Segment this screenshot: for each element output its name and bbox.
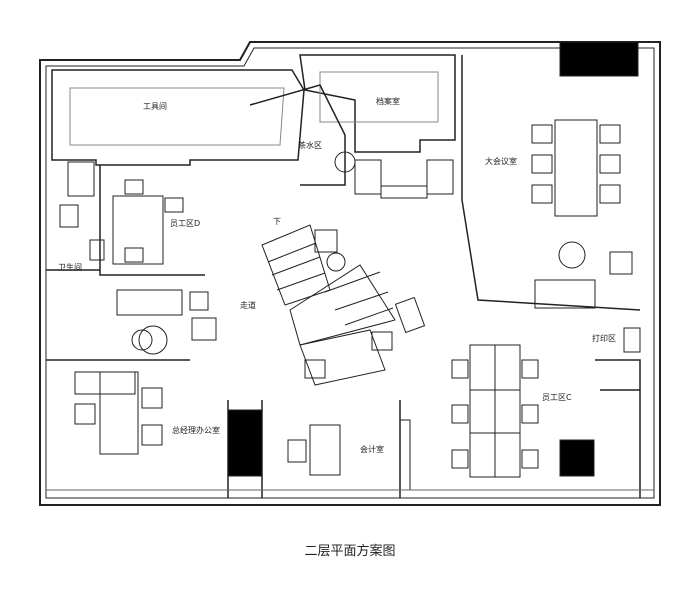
meeting-table xyxy=(554,119,598,217)
sofa xyxy=(116,289,183,316)
staff-d-wall xyxy=(99,165,205,276)
tool-room-inner xyxy=(69,87,285,146)
toilet-fixture xyxy=(59,204,79,228)
room-label-gm-office: 总经理办公室 xyxy=(172,426,220,435)
room-label-staff-c: 员工区C xyxy=(542,393,572,402)
meeting-wall xyxy=(461,55,641,311)
black-block xyxy=(559,41,639,77)
room-label-archive: 档案室 xyxy=(376,97,400,106)
room-label-tea-area: 茶水区 xyxy=(298,141,322,150)
room-label-tool-room: 工具间 xyxy=(143,102,167,111)
drawing-title: 二层平面方案图 xyxy=(304,544,396,559)
room-label-print-area: 打印区 xyxy=(592,334,616,343)
desk xyxy=(99,371,139,455)
room-label-corridor: 走道 xyxy=(240,301,256,310)
outer-wall xyxy=(39,41,661,506)
sofa xyxy=(534,279,596,309)
desk xyxy=(112,195,164,265)
tool-room-wall xyxy=(51,69,305,166)
cabinet xyxy=(426,159,454,195)
black-block xyxy=(559,439,595,477)
stair-label-down: 下 xyxy=(273,217,281,226)
cabinet xyxy=(354,159,382,195)
room-label-big-meeting: 大会议室 xyxy=(485,157,517,166)
staircase xyxy=(261,224,396,346)
desk xyxy=(299,329,386,386)
room-label-accounting: 会计室 xyxy=(360,445,384,454)
tea-wall xyxy=(249,84,346,186)
archive-inner xyxy=(319,71,439,123)
cabinet xyxy=(67,161,95,197)
room-label-staff-d: 员工区D xyxy=(170,219,201,228)
printer xyxy=(623,327,641,353)
room-label-toilet: 卫生间 xyxy=(58,263,82,272)
outer-wall-inner xyxy=(45,47,655,499)
archive-wall xyxy=(299,54,456,153)
black-block xyxy=(227,409,263,477)
